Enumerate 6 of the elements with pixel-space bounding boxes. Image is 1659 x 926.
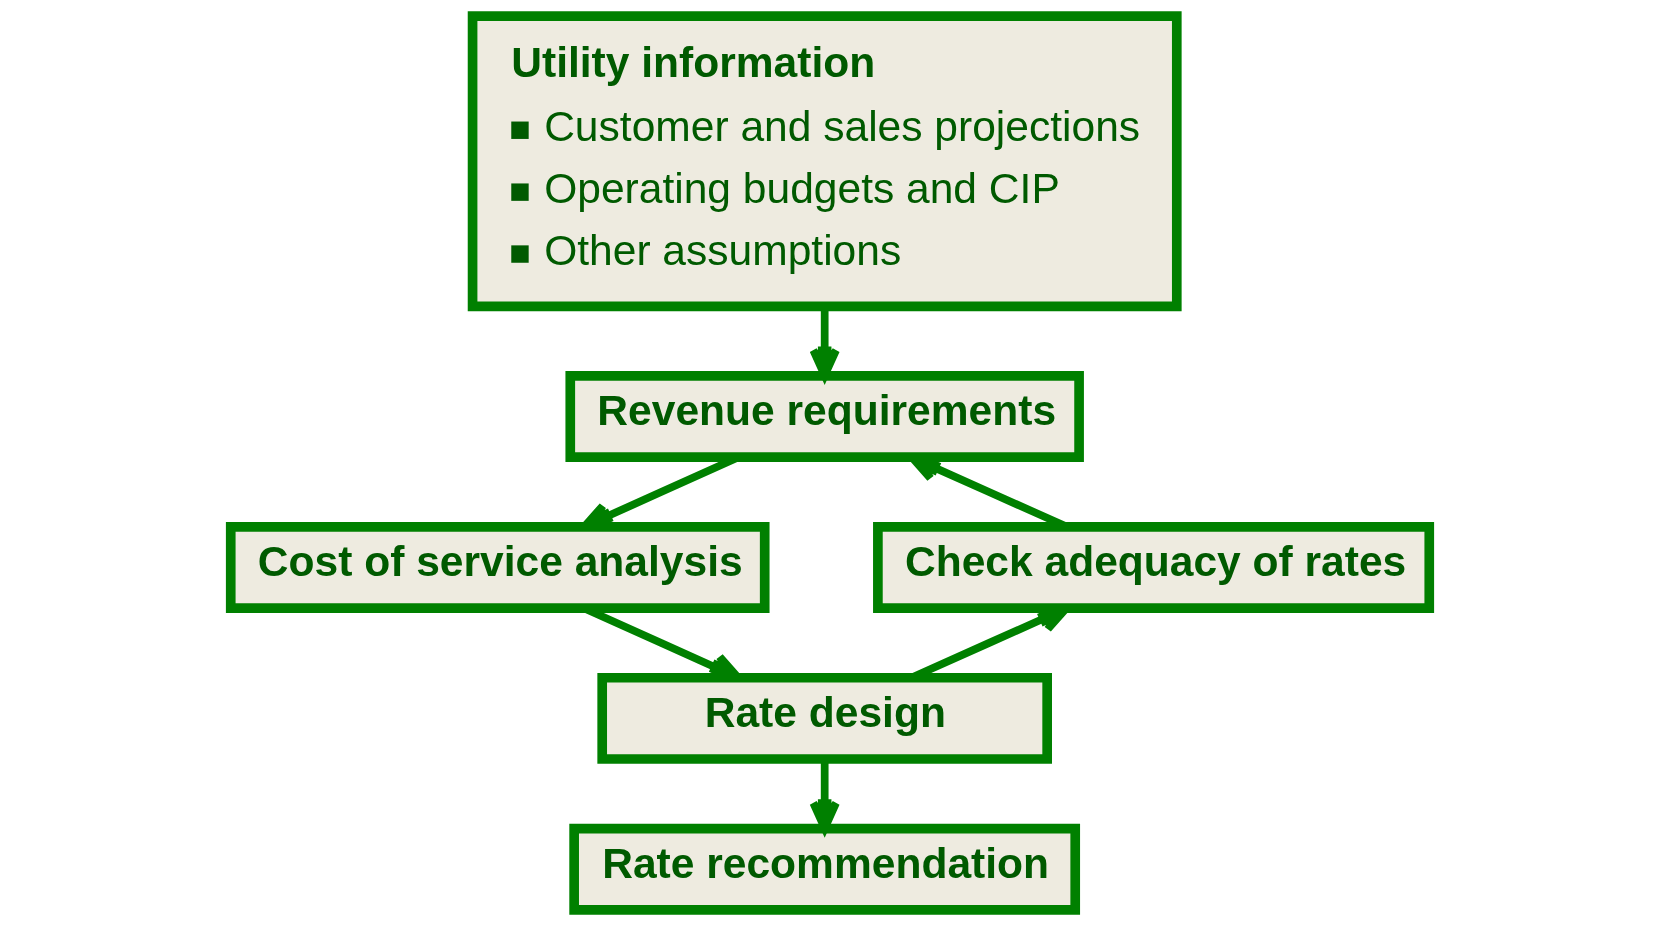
node-box: Revenue requirements (564, 371, 1084, 463)
node-box: Check adequacy of rates (872, 522, 1434, 613)
node-box: Rate design (596, 672, 1052, 764)
node-box: Rate recommendation (568, 823, 1080, 915)
node-box: Utility information Customer and sales projections Operating budgets and CIP Other assumptions (467, 11, 1182, 312)
node-box: Cost of service analysis (225, 522, 770, 613)
